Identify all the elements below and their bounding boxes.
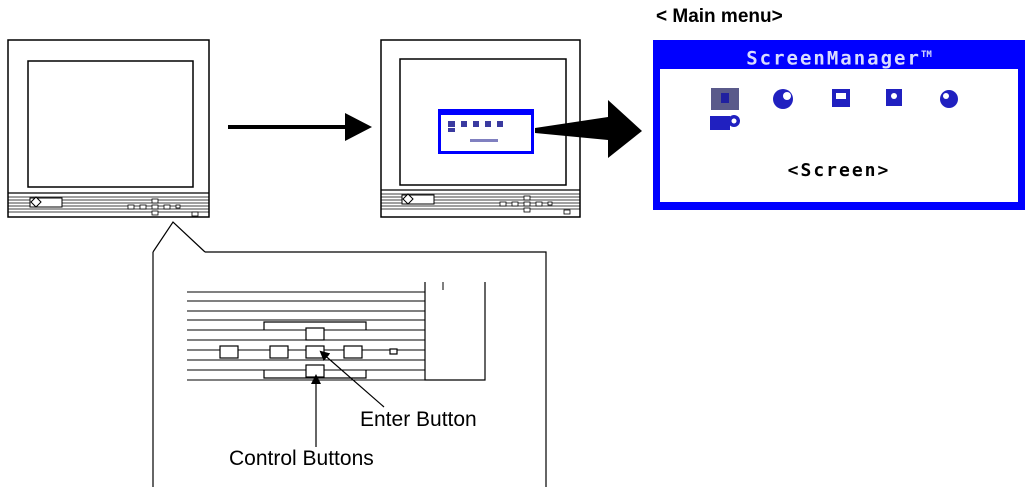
main-menu-heading: < Main menu> bbox=[656, 6, 783, 27]
osd-caption: <Screen> bbox=[787, 160, 891, 181]
color-icon bbox=[773, 89, 793, 109]
callout-pointer bbox=[152, 221, 206, 253]
osd-title-text: ScreenManager bbox=[746, 47, 921, 70]
control-button-right bbox=[343, 345, 363, 359]
monitor-left bbox=[7, 39, 210, 218]
enter-button-label: Enter Button bbox=[360, 408, 477, 431]
control-buttons-label: Control Buttons bbox=[229, 447, 374, 470]
osd-title: ScreenManagerTM bbox=[656, 42, 1022, 70]
monitor-center bbox=[380, 39, 581, 218]
others-icon bbox=[940, 90, 958, 108]
control-button-far-left bbox=[219, 345, 239, 359]
screen-icon bbox=[711, 88, 739, 110]
trademark-mark: TM bbox=[920, 50, 932, 60]
power-indicator bbox=[389, 348, 398, 355]
main-menu-osd bbox=[653, 40, 1025, 210]
arrow-right bbox=[535, 100, 642, 158]
information-icon bbox=[710, 115, 740, 130]
sound-icon bbox=[832, 89, 850, 107]
control-button-up bbox=[305, 327, 325, 341]
control-button-left bbox=[269, 345, 289, 359]
zoom-box bbox=[152, 251, 547, 487]
control-button-down bbox=[305, 364, 325, 378]
power-manager-icon bbox=[886, 89, 902, 106]
